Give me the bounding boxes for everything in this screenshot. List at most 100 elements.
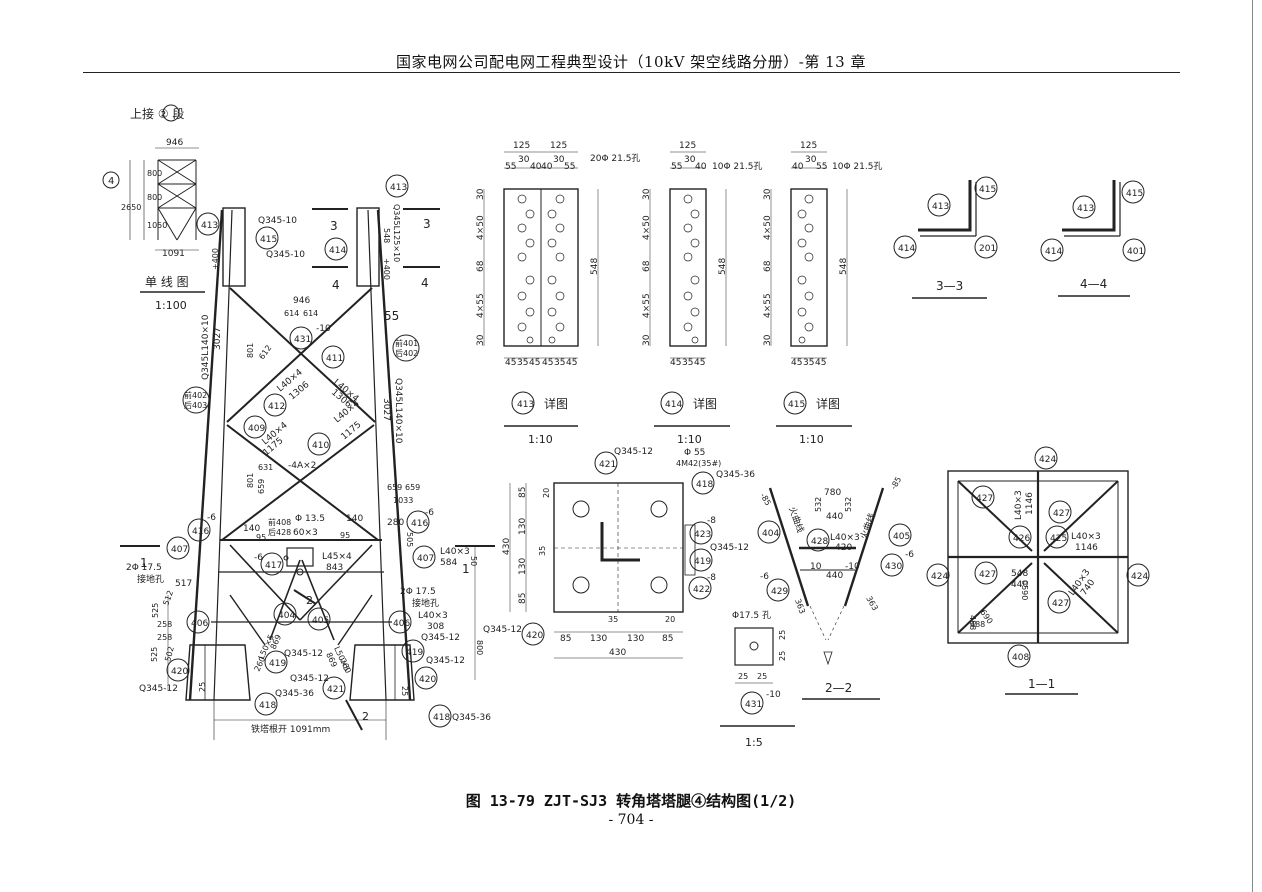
- part-418a: 418: [259, 701, 276, 711]
- lbl-258b: 258: [157, 633, 172, 642]
- lbl-525a: 525: [151, 603, 160, 618]
- s33-201: 201: [979, 244, 996, 254]
- sp-d25b: 25: [778, 651, 787, 661]
- bp-q345-12b: Q345-12: [710, 543, 749, 553]
- lbl-95a: 95: [256, 533, 266, 542]
- lbl-l45x4: L45×4: [322, 552, 352, 562]
- s22-429: 429: [771, 587, 788, 597]
- lbl-1175b: 1175: [340, 420, 364, 442]
- d414-left-5: 30: [642, 334, 652, 346]
- lbl-659a: 659: [257, 479, 266, 494]
- d414-bot-2: 35: [682, 358, 693, 368]
- s11-l40x3a: L40×3: [1014, 490, 1024, 520]
- sp-hole: Φ17.5 孔: [732, 610, 771, 621]
- d413-holes: 20Φ 21.5孔: [590, 153, 640, 164]
- sl-total: 2650: [121, 203, 141, 212]
- plate-bolt-holes: [517, 194, 814, 344]
- lbl-q345-12a: Q345-12: [284, 649, 323, 659]
- s33-title: 3—3: [936, 279, 963, 293]
- bp-420: 420: [526, 631, 543, 641]
- s22-430: 430: [885, 562, 902, 572]
- d415-top: 125: [800, 141, 817, 151]
- lbl-minus6c: -6: [425, 508, 434, 518]
- s11-424b: 424: [931, 572, 948, 582]
- d414-right: 548: [718, 258, 728, 275]
- part-406b: 406: [393, 619, 410, 629]
- part-415a: 415: [260, 235, 277, 245]
- single-line-diagram: [102, 104, 205, 293]
- s44-title: 4—4: [1080, 277, 1107, 291]
- d413-left-3: 68: [476, 260, 486, 272]
- d413-left-1: 30: [476, 188, 486, 200]
- bp-minus8a: -8: [707, 516, 716, 526]
- bp-419: 419: [694, 557, 711, 567]
- part-416b: 416: [411, 519, 428, 529]
- lbl-505: 505: [405, 532, 414, 547]
- sl-h1: 800: [147, 169, 162, 178]
- d413-top-2: 125: [550, 141, 567, 151]
- bp-423: 423: [694, 530, 711, 540]
- section-4-4: [1040, 180, 1146, 297]
- s44-413: 413: [1077, 204, 1094, 214]
- lbl-4a2: -4A×2: [288, 461, 316, 471]
- s11-488b: 488: [970, 620, 985, 629]
- bp-d20b: 20: [665, 615, 675, 624]
- lbl-614a: 614: [284, 309, 299, 318]
- s11-424c: 424: [1131, 572, 1148, 582]
- sp-d25a: 25: [778, 630, 787, 640]
- lbl-q345-36b: Q345-36: [452, 713, 491, 723]
- d413-bot-4: 45: [542, 358, 553, 368]
- lbl-631: 631: [258, 463, 273, 472]
- lbl-front402: 前402: [184, 390, 207, 400]
- d415-bot-2: 35: [803, 358, 814, 368]
- d413-sub-5: 30: [553, 155, 565, 165]
- bp-bot-3: 130: [627, 634, 644, 644]
- d414-holes: 10Φ 21.5孔: [712, 161, 762, 172]
- s11-408: 408: [1012, 653, 1029, 663]
- figure-caption: 图 13-79 ZJT-SJ3 转角塔塔腿④结构图(1/2): [465, 792, 797, 810]
- sec-1-right: 1: [462, 562, 470, 576]
- lbl-400a: +400: [211, 248, 220, 270]
- d413-bot-2: 35: [517, 358, 528, 368]
- part-406a: 406: [191, 619, 208, 629]
- page-border: [1252, 0, 1253, 892]
- part-407b: 407: [417, 554, 434, 564]
- part-412: 412: [268, 402, 285, 412]
- lbl-258a: 258: [157, 620, 172, 629]
- sl-width-bottom: 1091: [162, 249, 185, 259]
- d414-scale: 1:10: [677, 433, 702, 446]
- s11-440: 440: [1011, 580, 1028, 590]
- lbl-phi175a: 2Φ 17.5: [126, 563, 162, 573]
- lbl-q345-10b: Q345-10: [266, 250, 305, 260]
- d413-id: 413: [517, 400, 534, 410]
- part-411: 411: [326, 354, 343, 364]
- bp-q345-36: Q345-36: [716, 470, 755, 480]
- d414-sub-1: 55: [671, 162, 682, 172]
- lbl-back403: 后403: [184, 400, 207, 410]
- d415-id: 415: [788, 400, 805, 410]
- s33-413: 413: [932, 202, 949, 212]
- lbl-140a: 140: [243, 524, 260, 534]
- lbl-l40x3b: L40×3: [418, 611, 448, 621]
- lbl-801b: 801: [246, 473, 255, 488]
- sec-4b: 4: [421, 276, 429, 290]
- d415-left-4: 4×55: [763, 293, 773, 318]
- d413-top-1: 125: [513, 141, 530, 151]
- s22-d85b: -85: [889, 475, 903, 491]
- d415-bot-1: 45: [791, 358, 802, 368]
- part-413b: 413: [390, 183, 407, 193]
- bp-d35b: 35: [608, 615, 618, 624]
- s11-424a: 424: [1039, 455, 1056, 465]
- bp-left-2: 130: [518, 518, 528, 535]
- s22-minus6a: -6: [760, 572, 769, 582]
- part-421: 421: [327, 685, 344, 695]
- lbl-50: 50: [469, 556, 478, 566]
- lbl-q345-12e: Q345-12: [139, 684, 178, 694]
- s11-l40x3b: L40×3: [1071, 532, 1101, 542]
- s22-d85a: -85: [758, 492, 772, 508]
- detail-plate-415: [770, 151, 852, 427]
- sl-h2: 800: [147, 193, 162, 202]
- lbl-ground-a: 接地孔: [137, 573, 164, 585]
- sp-label: 431: [745, 700, 762, 710]
